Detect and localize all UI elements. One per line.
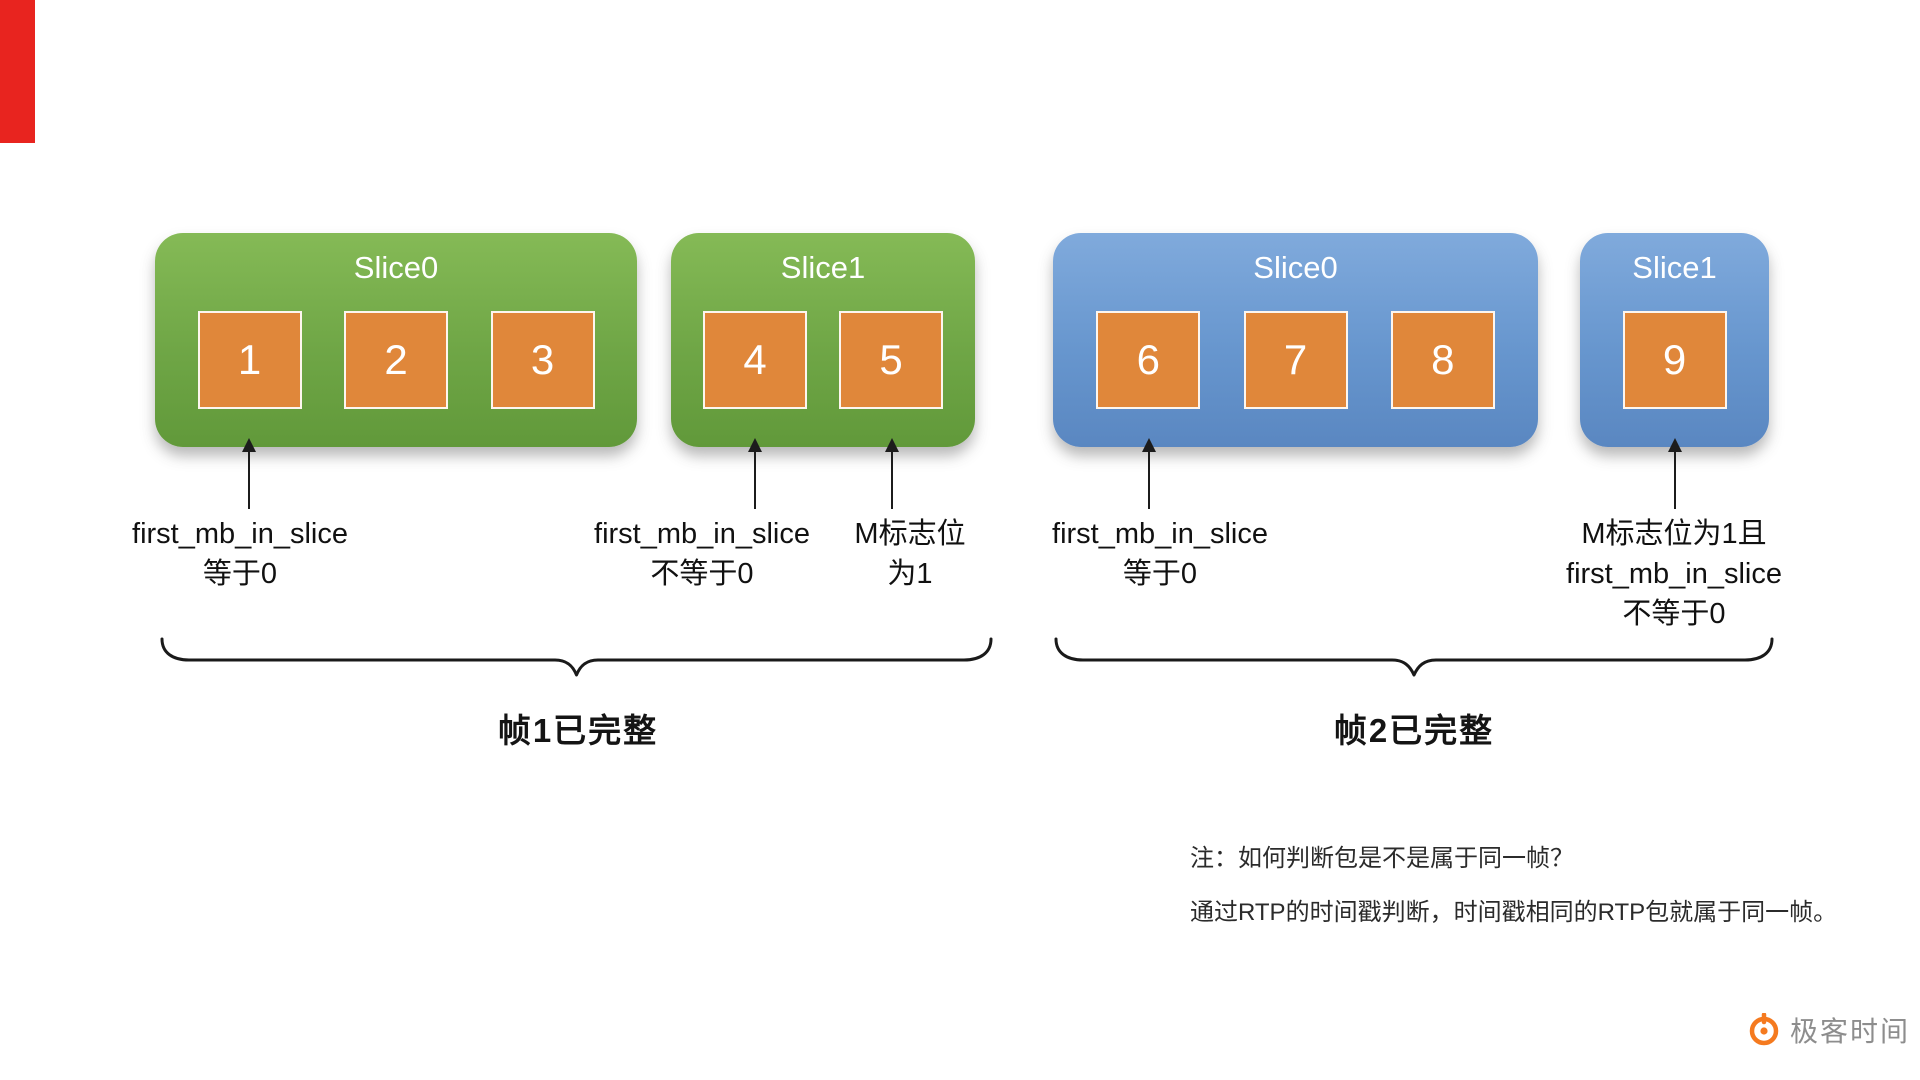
arrow-to-block1-icon	[242, 438, 256, 509]
macroblock-2: 2	[344, 311, 448, 409]
annotation-line: M标志位为1且	[1581, 518, 1767, 550]
frame2-complete-label: 帧2已完整	[1333, 712, 1495, 749]
macroblock-6: 6	[1096, 311, 1201, 409]
annotation-line: 等于0	[202, 558, 278, 590]
macroblock-9: 9	[1622, 311, 1727, 409]
geektime-logo: 极客时间	[1747, 1010, 1910, 1050]
annotation-line: 为1	[887, 558, 933, 590]
annotation-block6: first_mb_in_slice 等于0	[1052, 514, 1268, 594]
annotation-block1: first_mb_in_slice 等于0	[132, 514, 348, 594]
annotation-block4: first_mb_in_slice 不等于0	[594, 514, 810, 594]
frame1-complete-label: 帧1已完整	[497, 712, 659, 749]
arrow-to-block6-icon	[1142, 438, 1156, 509]
frame1-underbrace	[160, 637, 993, 677]
annotation-block9: M标志位为1且 first_mb_in_slice 不等于0	[1566, 514, 1782, 634]
macroblock-row: 4 5	[671, 311, 975, 409]
macroblock-row: 1 2 3	[155, 311, 637, 409]
arrow-to-block4-icon	[748, 438, 762, 509]
macroblock-8: 8	[1390, 311, 1495, 409]
macroblock-1: 1	[197, 311, 302, 409]
annotation-line: first_mb_in_slice	[132, 518, 348, 550]
note-answer: 通过RTP的时间戳判断，时间戳相同的RTP包就属于同一帧。	[1190, 899, 1838, 926]
annotation-line: 不等于0	[1622, 598, 1726, 630]
annotation-block5: M标志位 为1	[854, 514, 965, 594]
slice-title: Slice1	[1632, 250, 1717, 285]
arrow-to-block5-icon	[885, 438, 899, 509]
macroblock-row: 9	[1580, 311, 1769, 409]
frame1-slice1-box: Slice1 4 5	[671, 233, 975, 447]
arrow-to-block9-icon	[1668, 438, 1682, 509]
slice-title: Slice1	[780, 250, 866, 285]
annotation-line: first_mb_in_slice	[1052, 518, 1268, 550]
frame2-slice0-box: Slice0 6 7 8	[1053, 233, 1538, 447]
annotation-line: M标志位	[854, 518, 966, 550]
macroblock-row: 6 7 8	[1053, 311, 1538, 409]
macroblock-4: 4	[703, 311, 807, 409]
note-question: 注：如何判断包是不是属于同一帧？	[1190, 845, 1574, 872]
geektime-logo-icon	[1749, 1013, 1779, 1046]
slice-title: Slice0	[1253, 250, 1338, 285]
macroblock-3: 3	[490, 311, 595, 409]
macroblock-5: 5	[839, 311, 943, 409]
annotation-line: first_mb_in_slice	[1566, 558, 1782, 590]
left-red-strip	[0, 0, 35, 143]
frame1-slice0-box: Slice0 1 2 3	[155, 233, 637, 447]
frame2-underbrace	[1054, 637, 1774, 677]
slice-title: Slice0	[353, 250, 439, 285]
macroblock-7: 7	[1243, 311, 1348, 409]
geektime-logo-text: 极客时间	[1789, 1016, 1910, 1047]
annotation-line: 等于0	[1122, 558, 1198, 590]
annotation-line: 不等于0	[650, 558, 754, 590]
annotation-line: first_mb_in_slice	[594, 518, 810, 550]
frame2-slice1-box: Slice1 9	[1580, 233, 1769, 447]
